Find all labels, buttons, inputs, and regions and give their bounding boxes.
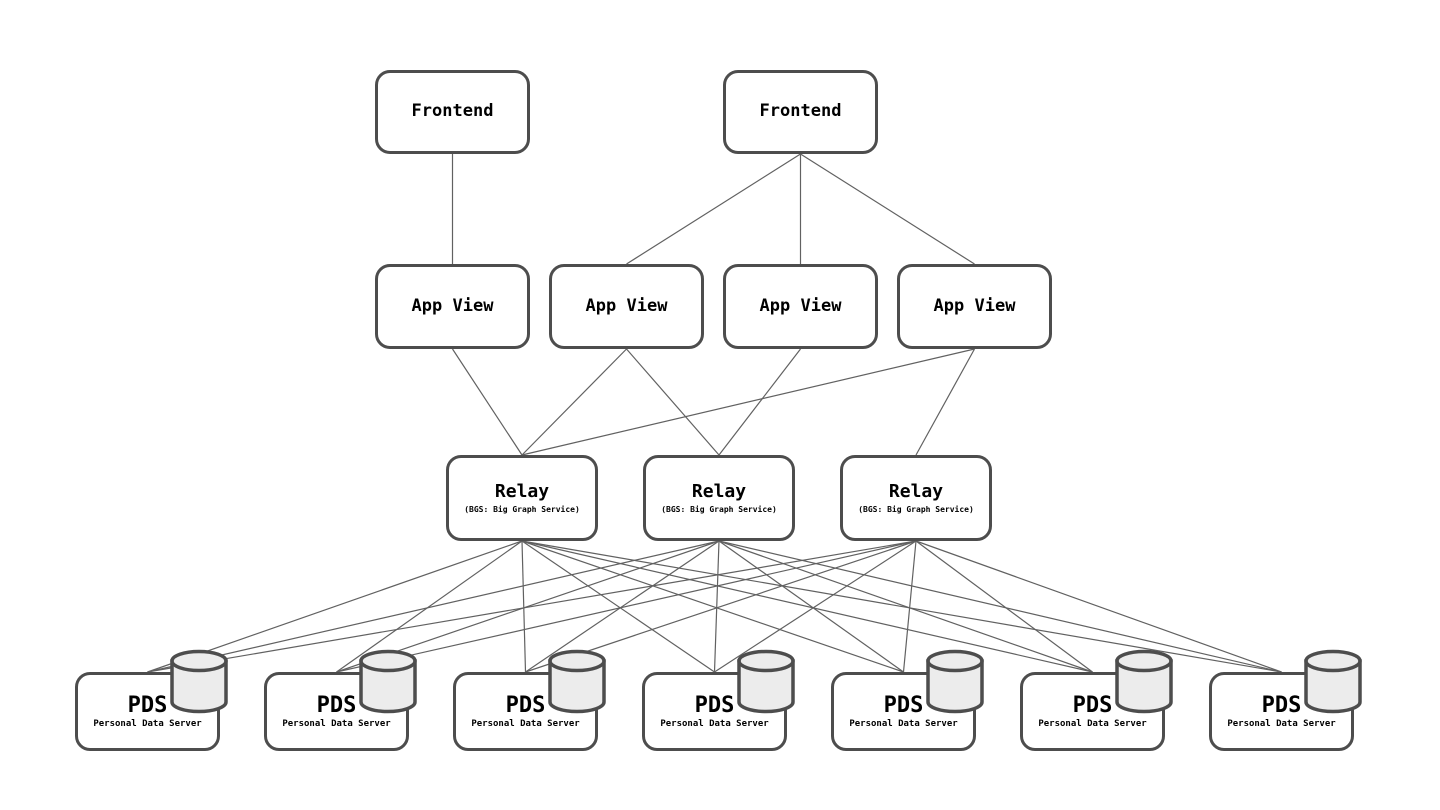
node-sublabel: Personal Data Server	[282, 719, 391, 730]
node-label: PDS	[505, 692, 546, 718]
edge-relay-3-to-pds-3	[525, 540, 917, 673]
node-label: Frontend	[759, 101, 842, 122]
edge-relay-2-to-pds-5	[718, 540, 904, 673]
edge-frontend-2-to-appview-2	[626, 153, 801, 265]
node-sublabel: Personal Data Server	[1227, 719, 1336, 730]
edge-relay-2-to-pds-1	[147, 540, 720, 673]
node-sublabel: Personal Data Server	[660, 719, 769, 730]
node-label: PDS	[1261, 692, 1302, 718]
edge-appview-3-to-relay-2	[718, 348, 801, 456]
node-label: App View	[759, 295, 842, 316]
edge-relay-3-to-pds-2	[336, 540, 917, 673]
node-label: PDS	[316, 692, 357, 718]
edge-relay-3-to-pds-7	[915, 540, 1282, 673]
node-appview-3: App View	[723, 264, 878, 349]
edge-relay-2-to-pds-4	[713, 540, 720, 673]
edge-relay-1-to-pds-2	[336, 540, 523, 673]
node-label: Relay	[691, 480, 747, 502]
node-sublabel: (BGS: Big Graph Service)	[464, 504, 580, 514]
edge-relay-3-to-pds-4	[714, 540, 917, 673]
edge-relay-1-to-pds-1	[147, 540, 523, 673]
node-sublabel: Personal Data Server	[471, 719, 580, 730]
node-label: PDS	[694, 692, 735, 718]
node-appview-4: App View	[897, 264, 1052, 349]
node-label: Relay	[494, 480, 550, 502]
node-frontend-2: Frontend	[723, 70, 878, 154]
edge-appview-2-to-relay-1	[521, 348, 627, 456]
edge-relay-1-to-pds-3	[521, 540, 527, 673]
node-sublabel: Personal Data Server	[93, 719, 202, 730]
edge-relay-1-to-pds-6	[521, 540, 1093, 673]
edge-relay-2-to-pds-6	[718, 540, 1093, 673]
node-label: App View	[585, 295, 668, 316]
node-sublabel: (BGS: Big Graph Service)	[858, 504, 974, 514]
edge-relay-3-to-pds-1	[147, 540, 917, 673]
node-sublabel: Personal Data Server	[849, 719, 958, 730]
node-label: App View	[933, 295, 1016, 316]
node-label: PDS	[127, 692, 168, 718]
edge-appview-4-to-relay-1	[521, 348, 975, 456]
edge-appview-4-to-relay-3	[915, 348, 976, 456]
node-frontend-1: Frontend	[375, 70, 530, 154]
node-relay-1: Relay (BGS: Big Graph Service)	[446, 455, 598, 541]
node-relay-2: Relay (BGS: Big Graph Service)	[643, 455, 795, 541]
node-appview-2: App View	[549, 264, 704, 349]
edge-appview-2-to-relay-2	[626, 348, 720, 456]
edge-relay-2-to-pds-3	[525, 540, 720, 673]
edge-frontend-2-to-appview-4	[800, 153, 975, 265]
edge-relay-1-to-pds-5	[521, 540, 904, 673]
edge-relay-3-to-pds-5	[902, 540, 917, 673]
node-sublabel: (BGS: Big Graph Service)	[661, 504, 777, 514]
node-label: Frontend	[411, 101, 494, 122]
node-label: App View	[411, 295, 494, 316]
edge-relay-2-to-pds-2	[336, 540, 720, 673]
edge-relay-2-to-pds-7	[718, 540, 1282, 673]
edge-relay-1-to-pds-4	[521, 540, 715, 673]
edge-appview-1-to-relay-1	[451, 348, 523, 456]
node-relay-3: Relay (BGS: Big Graph Service)	[840, 455, 992, 541]
node-sublabel: Personal Data Server	[1038, 719, 1147, 730]
node-label: Relay	[888, 480, 944, 502]
edge-relay-3-to-pds-6	[915, 540, 1093, 673]
node-label: PDS	[883, 692, 924, 718]
node-appview-1: App View	[375, 264, 530, 349]
node-label: PDS	[1072, 692, 1113, 718]
